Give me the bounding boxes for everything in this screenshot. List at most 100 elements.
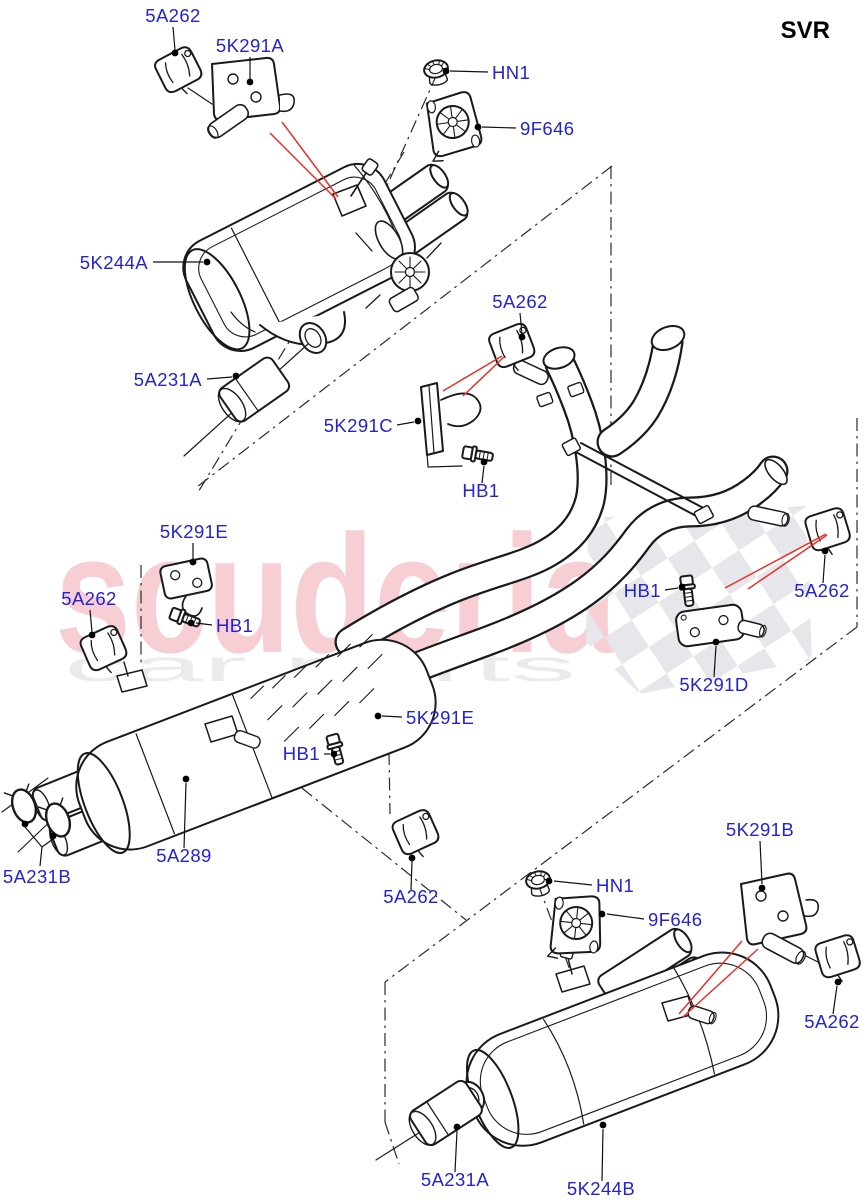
part-callout-5a262-right: 5A262 bbox=[794, 547, 850, 601]
isolator-9f646-bottom bbox=[546, 891, 607, 964]
red-pointer-line bbox=[747, 534, 828, 590]
part-label-HB1[interactable]: HB1 bbox=[216, 615, 253, 636]
part-callout-5a231b: 5A231B bbox=[3, 820, 71, 887]
leader-line bbox=[601, 1128, 604, 1182]
leader-dot bbox=[246, 78, 254, 86]
part-label-9F646[interactable]: 9F646 bbox=[648, 909, 702, 930]
front-pipe-stub-cap bbox=[542, 346, 576, 370]
leader-line bbox=[481, 465, 485, 484]
red-pointer-lines bbox=[269, 121, 828, 1018]
clamp-5a262-bottom-right bbox=[813, 932, 864, 986]
front-pipe-stub-cap-2 bbox=[650, 324, 686, 352]
part-label-5A262[interactable]: 5A262 bbox=[61, 588, 117, 609]
front-muffler-hanger-bracket bbox=[332, 184, 367, 217]
part-callout-5k291a: 5K291A bbox=[216, 35, 284, 86]
part-label-5K291E[interactable]: 5K291E bbox=[406, 707, 474, 728]
leader-line bbox=[822, 554, 826, 584]
part-label-5A262[interactable]: 5A262 bbox=[492, 291, 548, 312]
part-callout-5a289: 5A289 bbox=[156, 775, 212, 866]
part-callout-hb1-center: HB1 bbox=[283, 743, 338, 764]
checkered-flag-watermark bbox=[586, 506, 812, 694]
leader-dot bbox=[821, 547, 829, 555]
leader-line bbox=[454, 1130, 458, 1173]
phantom-line bbox=[281, 771, 467, 921]
leader-dot bbox=[453, 1123, 461, 1131]
leader-line bbox=[832, 985, 838, 1015]
leader-line bbox=[24, 826, 43, 848]
leader-dot bbox=[518, 333, 526, 341]
part-label-5K291C[interactable]: 5K291C bbox=[324, 415, 393, 436]
part-callout-9f646-top: 9F646 bbox=[474, 118, 574, 139]
part-label-HB1[interactable]: HB1 bbox=[283, 743, 320, 764]
part-label-5A262[interactable]: 5A262 bbox=[804, 1011, 860, 1032]
phantom-line bbox=[196, 151, 405, 495]
part-label-5A231B[interactable]: 5A231B bbox=[3, 866, 71, 887]
part-label-5K291B[interactable]: 5K291B bbox=[726, 819, 794, 840]
leader-line bbox=[41, 838, 54, 848]
bracket-5k291c bbox=[420, 382, 482, 468]
part-label-5K244B[interactable]: 5K244B bbox=[567, 1178, 635, 1199]
red-pointer-line bbox=[462, 356, 505, 397]
part-callout-hb1-right: HB1 bbox=[624, 580, 686, 601]
part-label-5A289[interactable]: 5A289 bbox=[156, 845, 212, 866]
clamp-5a231b-1 bbox=[3, 783, 38, 824]
leader-dot bbox=[414, 417, 422, 425]
part-label-HN1[interactable]: HN1 bbox=[596, 875, 634, 896]
part-callout-5a262-left: 5A262 bbox=[61, 588, 117, 639]
leader-dot bbox=[712, 638, 720, 646]
leader-dot bbox=[189, 558, 197, 566]
part-callout-9f646-bottom: 9F646 bbox=[598, 909, 702, 930]
leader-dot bbox=[480, 458, 488, 466]
gasket-5a231a-front bbox=[217, 356, 291, 423]
part-label-5A231A[interactable]: 5A231A bbox=[421, 1169, 489, 1190]
leader-dot bbox=[232, 372, 240, 380]
leader-dot bbox=[21, 820, 29, 828]
part-callout-5k291b: 5K291B bbox=[726, 819, 794, 892]
leader-line bbox=[381, 715, 403, 718]
page-code: SVR bbox=[781, 17, 830, 44]
phantom-line bbox=[384, 1121, 400, 1165]
part-label-5A231A[interactable]: 5A231A bbox=[134, 369, 202, 390]
phantom-line bbox=[196, 165, 613, 488]
part-label-5A262[interactable]: 5A262 bbox=[794, 580, 850, 601]
rear-tailpipe-tip bbox=[764, 458, 788, 486]
red-pointer-line bbox=[682, 948, 759, 1018]
part-label-5K291E[interactable]: 5K291E bbox=[160, 521, 228, 542]
bracket-5k291a bbox=[187, 56, 296, 139]
part-labels: 5A262 5K291A HN1 9F646 5K244A 5A231A 5A262 5K29… bbox=[3, 5, 860, 1199]
phantom-line bbox=[384, 626, 858, 983]
part-label-HB1[interactable]: HB1 bbox=[624, 580, 661, 601]
leader-line bbox=[553, 880, 593, 886]
leader-line bbox=[410, 860, 413, 891]
part-label-HN1[interactable]: HN1 bbox=[492, 62, 530, 83]
part-callout-5a262-mid: 5A262 bbox=[492, 291, 548, 341]
leader-line bbox=[89, 609, 93, 633]
clamp-5a231b-2 bbox=[37, 797, 72, 838]
clamp-5a262-center bbox=[389, 806, 444, 864]
leader-line bbox=[206, 376, 233, 380]
leader-dot bbox=[182, 775, 190, 783]
part-label-5A262[interactable]: 5A262 bbox=[145, 5, 201, 26]
part-label-5A262[interactable]: 5A262 bbox=[383, 886, 439, 907]
phantom-line bbox=[388, 751, 391, 815]
red-pointer-line bbox=[442, 355, 503, 392]
leader-line bbox=[481, 126, 517, 129]
leader-dot bbox=[330, 750, 338, 758]
clamp-5a262-top-left bbox=[151, 43, 208, 102]
red-pointer-line bbox=[269, 132, 337, 200]
bracket-5k291e-left bbox=[159, 557, 213, 617]
red-pointer-line bbox=[281, 121, 339, 198]
part-label-5K291D[interactable]: 5K291D bbox=[679, 674, 748, 695]
part-label-HB1[interactable]: HB1 bbox=[462, 480, 499, 501]
part-label-5K291A[interactable]: 5K291A bbox=[216, 35, 284, 56]
front-muffler-5k244a bbox=[182, 158, 469, 457]
leader-dot bbox=[171, 49, 179, 57]
part-callout-5a262-center: 5A262 bbox=[383, 854, 439, 907]
part-label-5K244A[interactable]: 5K244A bbox=[80, 252, 148, 273]
part-callout-5k291e-center: 5K291E bbox=[374, 707, 474, 728]
part-callout-5k244a: 5K244A bbox=[80, 252, 211, 273]
leader-line bbox=[713, 645, 717, 678]
leader-dot bbox=[374, 712, 382, 720]
leader-dot bbox=[545, 877, 553, 885]
part-label-9F646[interactable]: 9F646 bbox=[520, 118, 574, 139]
